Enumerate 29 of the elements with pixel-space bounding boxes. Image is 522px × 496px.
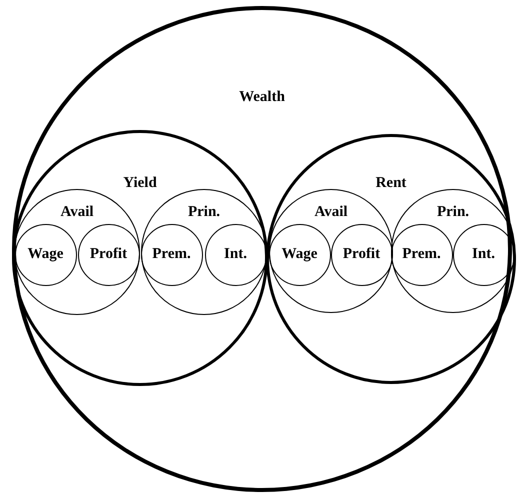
circle-label: Profit	[90, 245, 128, 263]
circle-label: Prin.	[188, 202, 220, 220]
circle-label: Wage	[282, 245, 318, 263]
circle-label: Yield	[123, 174, 157, 192]
circle	[140, 224, 202, 286]
circle	[269, 189, 393, 313]
circle	[452, 224, 514, 286]
circle	[14, 189, 140, 315]
circle	[78, 224, 140, 286]
circle-label: Profit	[342, 245, 380, 263]
circle-label: Prin.	[436, 202, 470, 220]
circle-label: Prem.	[152, 245, 191, 263]
circle	[330, 224, 392, 286]
circle-label: Wage	[28, 245, 64, 263]
circle	[12, 130, 268, 386]
circle-label: Int.	[224, 245, 247, 263]
circle	[390, 224, 452, 286]
circle	[268, 224, 330, 286]
circle	[266, 134, 516, 384]
circle-label: Avail	[314, 202, 348, 220]
circle-label: Rent	[376, 174, 406, 192]
circle	[141, 189, 267, 315]
circle-label: Wealth	[239, 88, 285, 106]
circle	[204, 224, 266, 286]
circle	[391, 189, 515, 313]
circle-label: Prem.	[402, 245, 441, 263]
circle-label: Avail	[60, 202, 94, 220]
circle	[14, 224, 76, 286]
circle-label: Int.	[472, 245, 495, 263]
